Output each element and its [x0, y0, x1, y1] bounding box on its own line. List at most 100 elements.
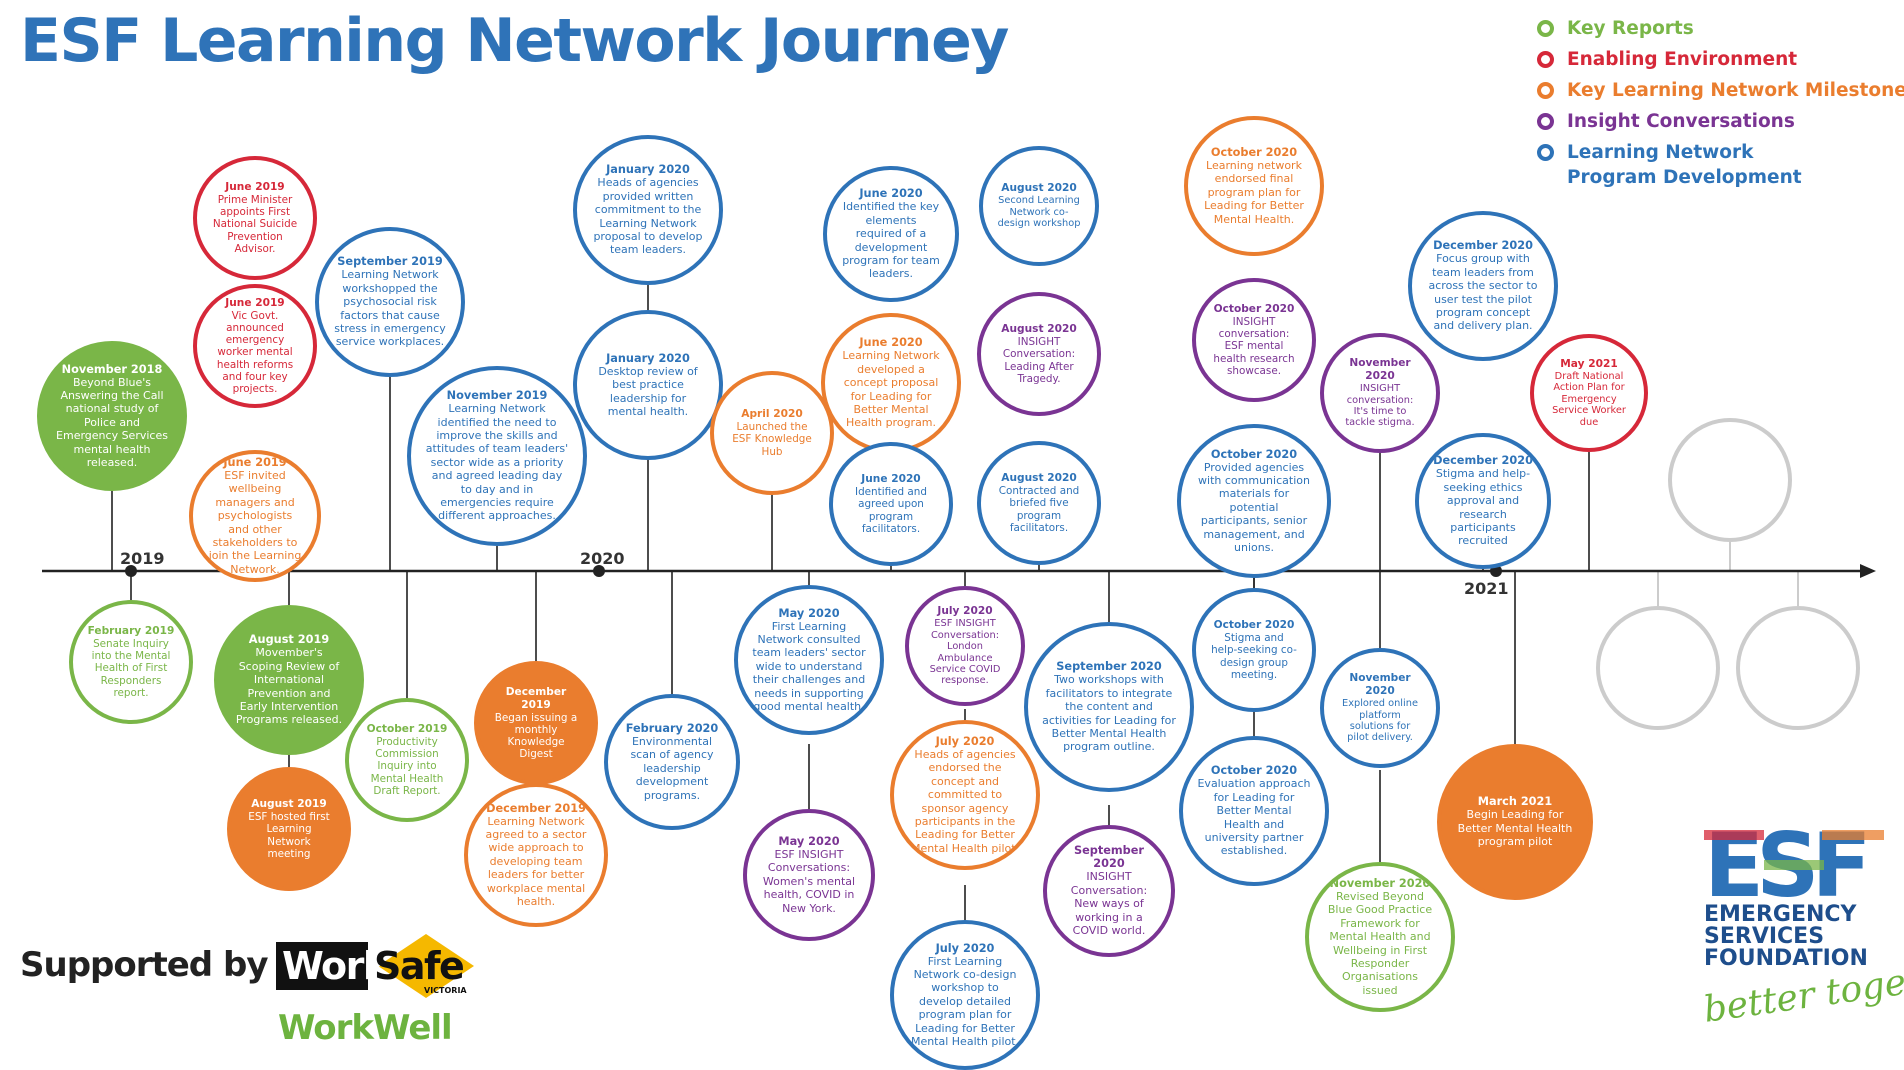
- milestone-description: INSIGHT conversation: ESF mental health …: [1213, 315, 1295, 377]
- milestone-date: February 2019: [87, 624, 175, 637]
- milestone-date: December 2020: [1433, 454, 1533, 468]
- milestone-date: July 2020: [937, 605, 993, 618]
- workwell-logo-text: WorkWell: [278, 1008, 453, 1048]
- milestone-description: Learning Network developed a concept pro…: [842, 349, 940, 430]
- milestone-description: Stigma and help-seeking ethics approval …: [1435, 467, 1531, 548]
- milestone-date: January 2020: [606, 163, 690, 177]
- milestone-date: December 2019: [505, 685, 567, 711]
- milestone-date: January 2020: [606, 351, 690, 365]
- milestone-description: Learning Network workshopped the psychos…: [334, 268, 446, 349]
- page-title: ESF Learning Network Journey: [20, 6, 1009, 76]
- milestone-date: November 2020: [1349, 357, 1411, 383]
- milestone-description: Explored online platform solutions for p…: [1342, 698, 1418, 744]
- milestone-date: September 2020: [1073, 844, 1145, 871]
- legend-label: Insight Conversations: [1567, 111, 1795, 132]
- milestone-date: July 2020: [935, 941, 995, 955]
- milestone-date: October 2019: [366, 722, 448, 735]
- worksafe-logo: Work Safe VICTORIA: [276, 930, 476, 1030]
- milestone-description: ESF INSIGHT Conversations: Women's menta…: [762, 847, 856, 915]
- milestone-date: June 2019: [223, 455, 287, 469]
- milestone-description: Productivity Commission Inquiry into Men…: [370, 735, 444, 797]
- milestone-description: Draft National Action Plan for Emergency…: [1552, 370, 1626, 428]
- placeholder-circle: [1668, 418, 1792, 542]
- milestone-date: June 2020: [861, 473, 921, 486]
- legend-ring-icon: [1537, 113, 1554, 130]
- milestone-description: Heads of agencies endorsed the concept a…: [910, 747, 1020, 855]
- milestone-description: Learning network endorsed final program …: [1204, 158, 1304, 226]
- year-marker-dot: [125, 565, 137, 577]
- esf-name-line: FOUNDATION: [1704, 946, 1868, 971]
- milestone-date: September 2019: [337, 255, 443, 269]
- milestone-description: Second Learning Network co-design worksh…: [997, 195, 1081, 230]
- milestone-date: November 2020: [1329, 876, 1431, 890]
- legend-ring-icon: [1537, 144, 1554, 161]
- milestone-date: June 2020: [859, 336, 923, 350]
- year-label-2021: 2021: [1464, 579, 1509, 598]
- year-label-2019: 2019: [120, 549, 165, 568]
- milestone-description: Desktop review of best practice leadersh…: [598, 364, 698, 418]
- worksafe-victoria-text: VICTORIA: [424, 986, 467, 995]
- milestone-description: Provided agencies with communication mat…: [1198, 460, 1310, 555]
- legend-label: Enabling Environment: [1567, 49, 1798, 70]
- milestone-description: Heads of agencies provided written commi…: [593, 176, 703, 257]
- milestone-date: February 2020: [625, 721, 719, 735]
- milestone-date: September 2020: [1056, 660, 1162, 674]
- milestone-date: October 2020: [1213, 619, 1295, 632]
- milestone-description: Two workshops with facilitators to integ…: [1042, 673, 1176, 754]
- milestone-date: October 2020: [1210, 145, 1298, 159]
- legend-label: Learning Network Program Development: [1567, 142, 1802, 188]
- milestone-date: April 2020: [741, 408, 803, 421]
- milestone-date: October 2020: [1210, 447, 1298, 461]
- milestone-description: Began issuing a monthly Knowledge Digest: [494, 711, 578, 761]
- worksafe-work-text: Work: [282, 944, 388, 988]
- esf-name: EMERGENCY SERVICES FOUNDATION: [1704, 904, 1868, 970]
- esf-logo: ESF: [1704, 822, 1894, 966]
- milestone-date: November 2020: [1349, 672, 1411, 698]
- milestone-description: Launched the ESF Knowledge Hub: [732, 421, 812, 458]
- milestone-description: Prime Minister appoints First National S…: [212, 193, 298, 255]
- milestone-description: Environmental scan of agency leadership …: [630, 734, 714, 802]
- milestone-date: May 2021: [1560, 357, 1618, 370]
- legend-ring-icon: [1537, 82, 1554, 99]
- milestone-description: Identified the key elements required of …: [842, 200, 940, 281]
- milestone-date: November 2019: [446, 389, 548, 403]
- milestone-date: August 2020: [1001, 182, 1077, 195]
- milestone-date: October 2020: [1210, 764, 1298, 778]
- milestone-description: Senate Inquiry into the Mental Health of…: [91, 637, 171, 699]
- legend-label: Key Reports: [1567, 18, 1694, 39]
- milestone-date: May 2020: [778, 606, 840, 620]
- year-label-2020: 2020: [580, 549, 625, 568]
- milestone-description: ESF invited wellbeing managers and psych…: [208, 468, 302, 576]
- milestone-date: October 2020: [1213, 302, 1295, 315]
